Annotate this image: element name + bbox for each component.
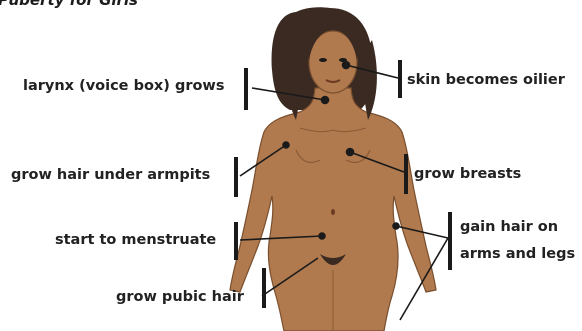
label-bar-arm-hair (448, 212, 452, 270)
label-bar-pubic (262, 268, 266, 308)
navel (331, 209, 335, 215)
left-eye (319, 58, 327, 62)
label-bar-menstruate (234, 222, 238, 260)
label-bar-armpit (234, 157, 238, 197)
label-bar-breasts (404, 154, 408, 194)
label-skin: skin becomes oilier (407, 70, 565, 90)
label-armpit-hair: grow hair under armpits (11, 165, 210, 185)
label-bar-skin (398, 60, 402, 98)
label-arm-hair-line1: gain hair on (460, 217, 558, 237)
label-larynx: larynx (voice box) grows (23, 76, 224, 96)
label-menstruate: start to menstruate (55, 230, 216, 250)
label-breasts: grow breasts (414, 164, 521, 184)
label-pubic-hair: grow pubic hair (116, 287, 244, 307)
label-arm-hair-line2: arms and legs (460, 244, 575, 264)
label-bar-larynx (244, 68, 248, 110)
